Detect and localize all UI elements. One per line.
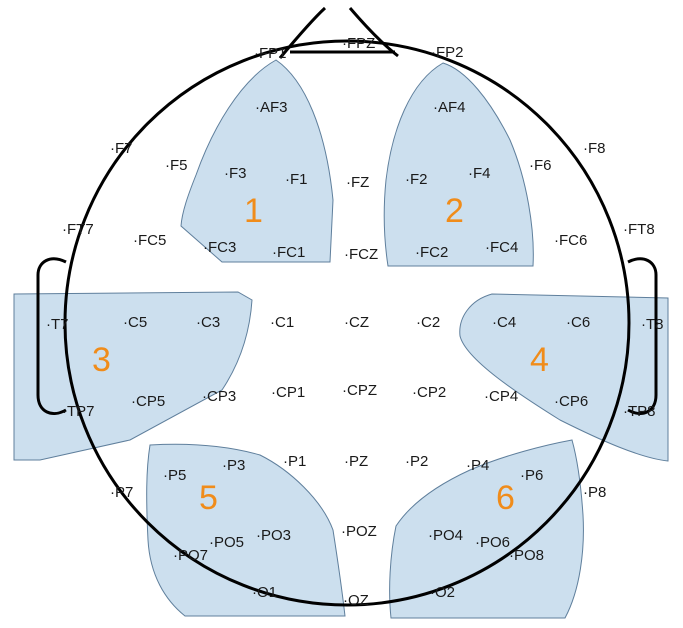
electrode-label: ·F4	[468, 165, 491, 182]
electrode-label: ·F5	[165, 157, 188, 174]
electrode-label: ·P6	[520, 467, 543, 484]
region-number-5: 5	[199, 479, 218, 517]
electrode-label: ·CZ	[344, 314, 369, 331]
electrode-label: ·C5	[123, 314, 147, 331]
electrode-label: ·F8	[583, 140, 606, 157]
electrode-label: ·CP6	[554, 393, 588, 410]
electrode-label: ·P5	[163, 467, 186, 484]
electrode-label: ·F7	[110, 140, 133, 157]
region-6-area	[389, 439, 584, 619]
electrode-label: ·C3	[196, 314, 220, 331]
electrode-label: ·AF3	[255, 99, 288, 116]
electrode-label: ·FC4	[485, 239, 518, 256]
electrode-label: ·FC3	[203, 239, 236, 256]
electrode-label: ·O2	[430, 584, 455, 601]
electrode-label: ·O1	[252, 584, 277, 601]
electrode-label: ·TP7	[62, 403, 95, 420]
electrode-label: ·P7	[110, 484, 133, 501]
electrode-label: ·CP4	[484, 388, 518, 405]
electrode-label: ·FP1	[254, 45, 287, 62]
electrode-label: ·T7	[46, 316, 69, 333]
electrode-labels: ·FP1 ·FPZ ·FP2 ·AF3 ·AF4 ·F7 ·F5 ·F3 ·F1…	[46, 35, 664, 609]
electrode-label: ·FC5	[133, 232, 166, 249]
region-number-6: 6	[496, 479, 515, 517]
region-number-3: 3	[92, 341, 111, 379]
region-3-area	[13, 291, 253, 461]
electrode-label: ·P2	[405, 453, 428, 470]
region-number-1: 1	[244, 192, 263, 230]
region-number-2: 2	[445, 192, 464, 230]
electrode-label: ·PO7	[173, 547, 208, 564]
electrode-label: ·FP2	[431, 44, 464, 61]
electrode-label: ·CP1	[271, 384, 305, 401]
electrode-label: ·CP2	[412, 384, 446, 401]
electrode-label: ·FPZ	[342, 35, 375, 52]
electrode-label: ·CP3	[202, 388, 236, 405]
electrode-label: ·FT8	[623, 221, 655, 238]
electrode-label: ·P3	[222, 457, 245, 474]
electrode-label: ·FC1	[272, 244, 305, 261]
electrode-label: ·OZ	[343, 592, 369, 609]
region-5-area	[146, 443, 346, 617]
electrode-label: ·C1	[270, 314, 294, 331]
electrode-label: ·PZ	[344, 453, 368, 470]
right-ear-outline	[627, 257, 658, 415]
electrode-label: ·C6	[566, 314, 590, 331]
electrode-label: ·PO3	[256, 527, 291, 544]
electrode-label: ·T8	[641, 316, 664, 333]
electrode-label: ·PO4	[428, 527, 463, 544]
electrode-label: ·PO5	[209, 534, 244, 551]
region-2-area	[383, 62, 534, 267]
electrode-label: ·F6	[529, 157, 552, 174]
electrode-label: ·FC6	[554, 232, 587, 249]
region-4-area	[459, 293, 669, 462]
electrode-label: ·PO8	[509, 547, 544, 564]
electrode-label: ·AF4	[433, 99, 466, 116]
electrode-label: ·C2	[416, 314, 440, 331]
electrode-label: ·POZ	[341, 523, 377, 540]
electrode-label: ·CP5	[131, 393, 165, 410]
electrode-label: ·TP8	[623, 403, 656, 420]
electrode-label: ·FZ	[346, 174, 369, 191]
electrode-label: ·F3	[224, 165, 247, 182]
electrode-label: ·FC2	[415, 244, 448, 261]
head-outline	[63, 39, 631, 607]
electrode-label: ·C4	[492, 314, 516, 331]
electrode-label: ·CPZ	[342, 382, 377, 399]
region-number-4: 4	[530, 341, 549, 379]
electrode-label: ·P1	[283, 453, 306, 470]
electrode-label: ·P8	[583, 484, 606, 501]
electrode-label: ·PO6	[475, 534, 510, 551]
electrode-label: ·FT7	[62, 221, 94, 238]
electrode-label: ·FCZ	[344, 246, 378, 263]
electrode-label: ·F1	[285, 171, 308, 188]
electrode-label: ·F2	[405, 171, 428, 188]
region-1-area	[180, 59, 334, 263]
left-ear-outline	[36, 257, 67, 415]
electrode-label: ·P4	[466, 457, 489, 474]
